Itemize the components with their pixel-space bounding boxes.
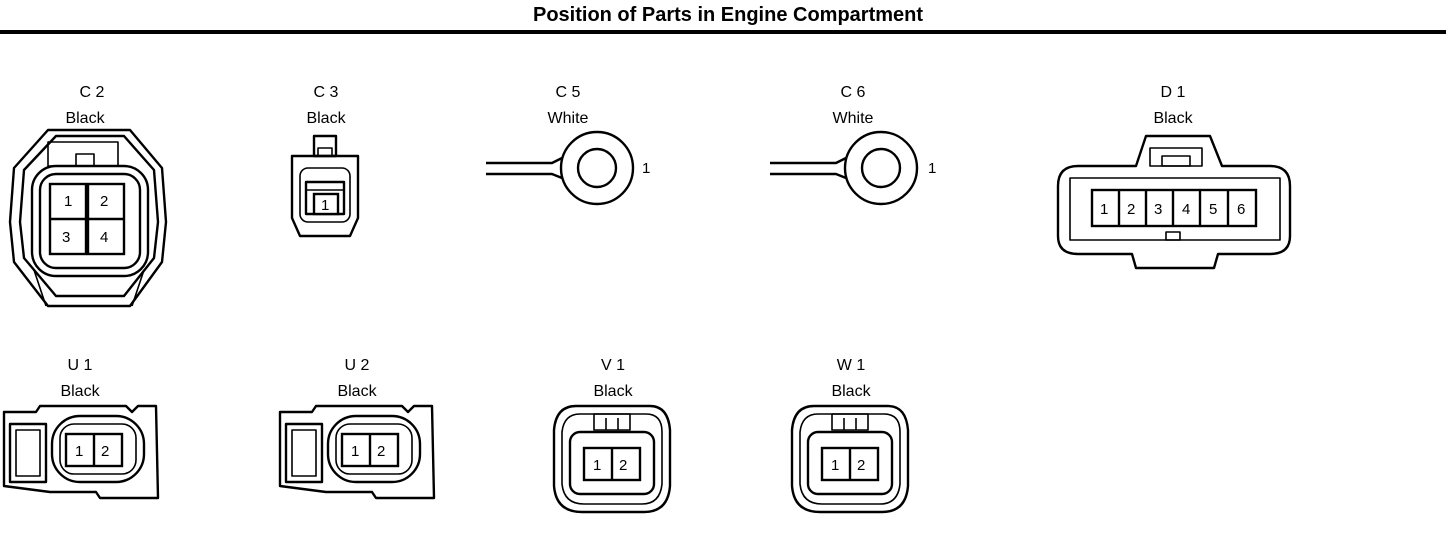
c2-pin-1: 1 (64, 193, 72, 210)
connector-u1-id: U 1 (67, 357, 93, 374)
u2-pin-1: 1 (351, 443, 359, 460)
d1-pin-1: 1 (1100, 201, 1108, 218)
connector-c3-drawing: 1 (290, 134, 360, 238)
c2-pin-4: 4 (100, 229, 108, 246)
v1-pin-2: 2 (619, 457, 627, 474)
connector-c6-id: C 6 (840, 84, 866, 101)
title-underline (0, 30, 1446, 34)
page-title: Position of Parts in Engine Compartment (532, 4, 924, 26)
u1-pin-2: 2 (101, 443, 109, 460)
connector-d1-color: Black (1153, 110, 1193, 127)
connector-u2-id: U 2 (344, 357, 370, 374)
connector-u1-color: Black (60, 383, 100, 400)
u1-pin-1: 1 (75, 443, 83, 460)
connector-c5-color: White (547, 110, 589, 127)
d1-pin-2: 2 (1127, 201, 1135, 218)
connector-c2-drawing: 1 2 3 4 (8, 128, 168, 308)
connector-w1-drawing: 1 2 (790, 404, 910, 514)
connector-v1-drawing: 1 2 (552, 404, 672, 514)
d1-pin-3: 3 (1154, 201, 1162, 218)
connector-c6-color: White (832, 110, 874, 127)
d1-pin-4: 4 (1182, 201, 1190, 218)
connector-d1-drawing: 1 2 3 4 5 6 (1056, 134, 1292, 270)
d1-pin-6: 6 (1237, 201, 1245, 218)
c2-pin-2: 2 (100, 193, 108, 210)
c5-pin-1: 1 (642, 160, 650, 177)
v1-pin-1: 1 (593, 457, 601, 474)
connector-u1-drawing: 1 2 (2, 404, 160, 500)
c2-pin-3: 3 (62, 229, 70, 246)
w1-pin-1: 1 (831, 457, 839, 474)
connector-c3-color: Black (306, 110, 346, 127)
d1-pin-5: 5 (1209, 201, 1217, 218)
connector-c2-color: Black (65, 110, 105, 127)
connector-v1-color: Black (593, 383, 633, 400)
connector-c6-drawing: 1 (770, 130, 936, 206)
connector-u2-color: Black (337, 383, 377, 400)
c3-pin-1: 1 (321, 197, 329, 214)
connector-w1-id: W 1 (836, 357, 866, 374)
connector-c2-id: C 2 (79, 84, 105, 101)
connector-v1-id: V 1 (600, 357, 625, 374)
connector-c5-drawing: 1 (486, 130, 650, 206)
connector-u2-drawing: 1 2 (278, 404, 436, 500)
u2-pin-2: 2 (377, 443, 385, 460)
connector-c3-id: C 3 (313, 84, 339, 101)
connector-w1-color: Black (831, 383, 871, 400)
c6-pin-1: 1 (928, 160, 936, 177)
connector-c5-id: C 5 (555, 84, 581, 101)
w1-pin-2: 2 (857, 457, 865, 474)
connector-d1-id: D 1 (1160, 84, 1186, 101)
